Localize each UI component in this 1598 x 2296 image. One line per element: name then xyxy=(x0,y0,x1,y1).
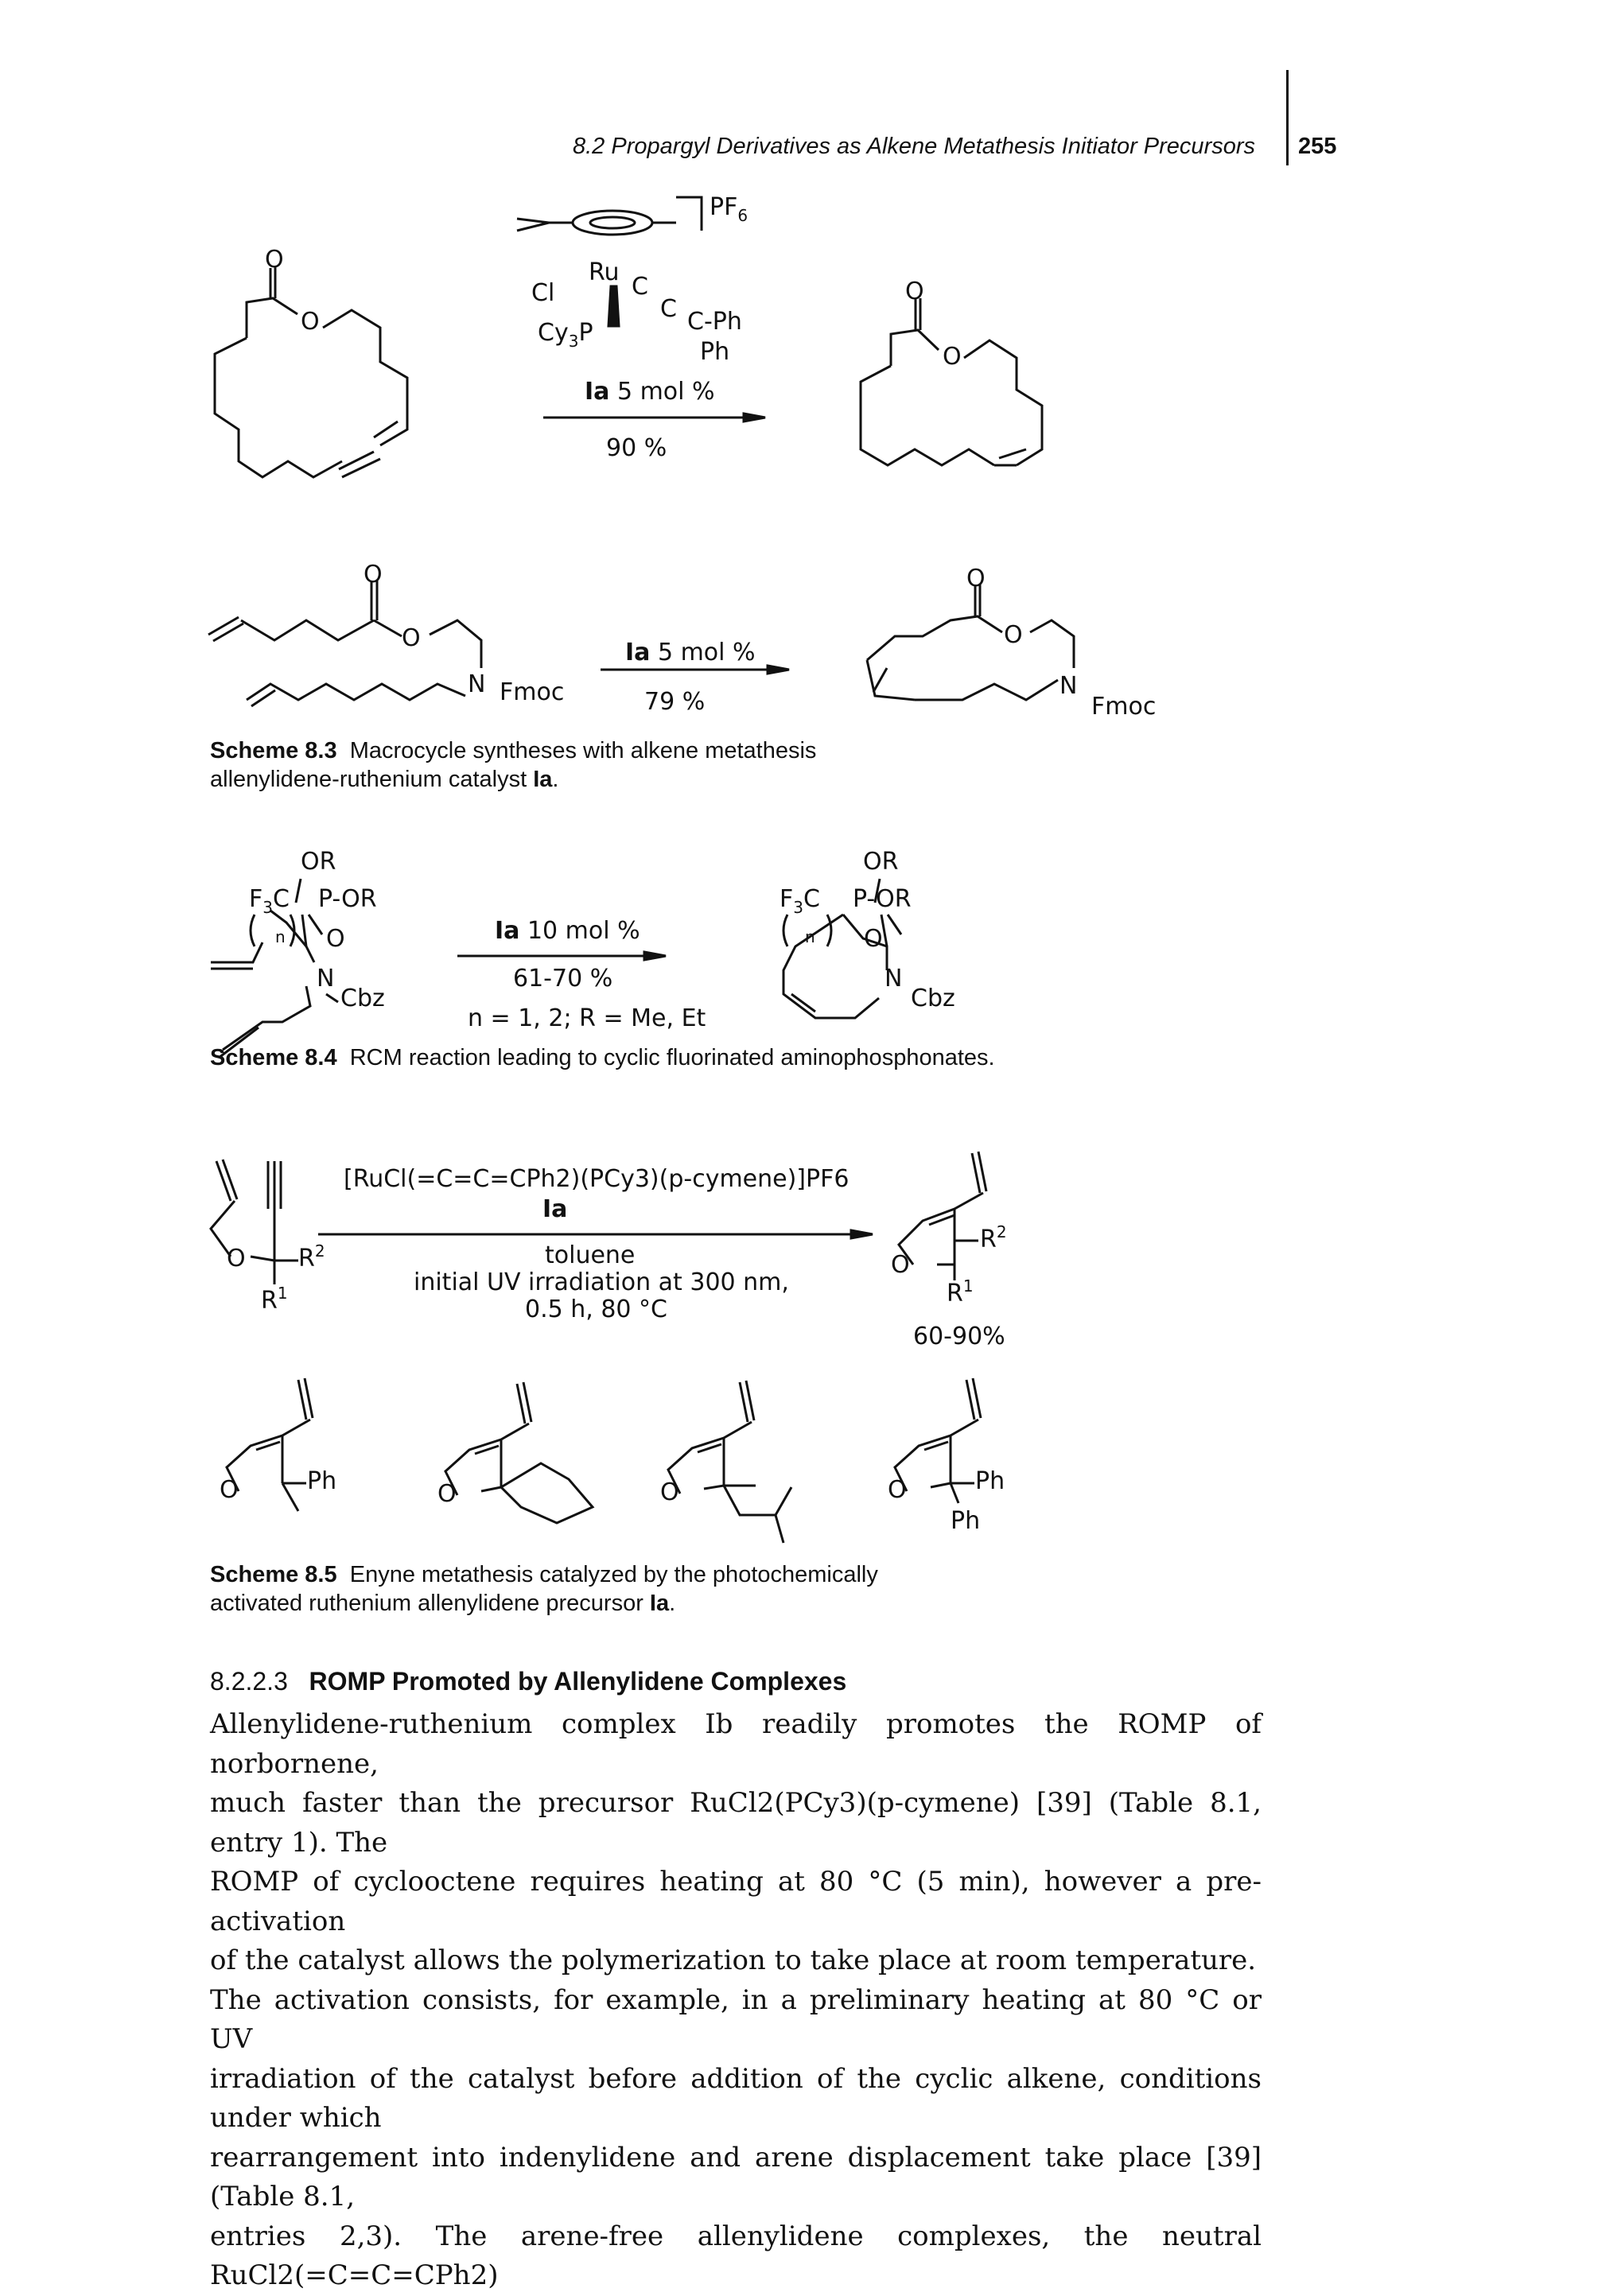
o-phosphonyl-2: O xyxy=(864,925,883,953)
reaction2-yield: 79 % xyxy=(644,688,705,716)
example-product-3 xyxy=(667,1380,793,1544)
body-line: irradiation of the catalyst before addit… xyxy=(210,2062,1262,2135)
o-ex1: O xyxy=(220,1476,239,1504)
r1-product: R1 xyxy=(947,1276,974,1307)
example-product-1 xyxy=(225,1377,314,1512)
yield-8-5: 60-90% xyxy=(913,1323,1005,1350)
o-phosphonyl-1: O xyxy=(326,925,345,953)
body-paragraph: Allenylidene-ruthenium complex Ib readil… xyxy=(210,1705,1262,2296)
catalyst-structure xyxy=(516,196,703,328)
pf6: PF6 xyxy=(710,193,748,225)
p-or-1: P-OR xyxy=(318,885,377,913)
scheme-8-3-figure: O O PF6 Ru Cl C C C-Ph Ph Cy3P Ia 5 mol … xyxy=(208,193,1156,721)
body-line: The activation consists, for example, in… xyxy=(210,1983,1262,2056)
condition-1: initial UV irradiation at 300 nm, xyxy=(414,1268,789,1296)
body-line: rearrangement into indenylidene and aren… xyxy=(210,2141,1262,2213)
o-ester-p1: O xyxy=(943,343,962,371)
n-index-2: n xyxy=(805,927,815,946)
s84-conditions: n = 1, 2; R = Me, Et xyxy=(468,1004,706,1032)
condition-2: 0.5 h, 80 °C xyxy=(525,1296,667,1323)
scheme-8-5-figure: O R2 R1 [RuCl(=C=C=CPh2)(PCy3)(p-cymene)… xyxy=(209,1151,1007,1544)
or-1: OR xyxy=(301,848,336,876)
r2-product: R2 xyxy=(980,1222,1007,1253)
n-2: N xyxy=(885,965,902,993)
body-line: much faster than the precursor RuCl2(PCy… xyxy=(210,1787,1262,1859)
scheme-8-3-reactant-1 xyxy=(213,266,409,479)
scheme-8-3-reactant-2 xyxy=(208,581,483,708)
header-rule xyxy=(1286,70,1289,165)
o-ex2: O xyxy=(437,1480,457,1508)
o-carbonyl-r2: O xyxy=(364,561,383,589)
f3c-1: F3C xyxy=(249,885,290,917)
s84-yield: 61-70 % xyxy=(513,965,612,993)
s84-reagent: Ia 10 mol % xyxy=(495,917,640,945)
n-1: N xyxy=(317,965,334,993)
allenylidene-c1: C xyxy=(632,273,648,301)
cbz-2: Cbz xyxy=(911,985,955,1012)
reaction1-reagent: Ia 5 mol % xyxy=(585,378,715,406)
ph-label: Ph xyxy=(700,338,729,366)
or-2: OR xyxy=(863,848,898,876)
n-index-1: n xyxy=(275,927,286,946)
f3c-2: F3C xyxy=(780,885,820,917)
r2-reactant: R2 xyxy=(298,1241,325,1272)
scheme-8-4-product xyxy=(782,878,903,1020)
n-r2: N xyxy=(468,670,485,698)
section-heading: 8.2.2.3 ROMP Promoted by Allenylidene Co… xyxy=(210,1667,847,1696)
scheme-8-4-caption: Scheme 8.4 RCM reaction leading to cycli… xyxy=(210,1045,995,1070)
body-line: Allenylidene-ruthenium complex Ib readil… xyxy=(210,1708,1262,1780)
scheme-8-5-caption: Scheme 8.5 Enyne metathesis catalyzed by… xyxy=(210,1562,878,1616)
catalyst-formula: [RuCl(=C=C=CPh2)(PCy3)(p-cymene)]PF6 xyxy=(344,1165,849,1193)
body-line: of the catalyst allows the polymerizatio… xyxy=(210,1944,1257,1976)
scheme-8-4-figure: OR F3C P-OR O n N Cbz Ia 10 mol % 61-70 … xyxy=(211,848,955,1059)
o-carbonyl-p2: O xyxy=(966,565,986,592)
running-title: 8.2 Propargyl Derivatives as Alkene Meta… xyxy=(573,134,1256,159)
o-ester-p2: O xyxy=(1004,621,1023,649)
o-ester-r2: O xyxy=(402,624,421,652)
body-line: entries 2,3). The arene-free allenyliden… xyxy=(210,2220,1262,2292)
ph-ex4a: Ph xyxy=(975,1467,1005,1495)
o-reactant: O xyxy=(227,1245,246,1272)
cbz-1: Cbz xyxy=(340,985,385,1012)
fmoc-p2: Fmoc xyxy=(1091,693,1156,721)
ph-ex1: Ph xyxy=(307,1467,336,1495)
scheme-8-5-reactant xyxy=(209,1159,298,1284)
o-carbonyl-1: O xyxy=(265,246,284,274)
reaction1-yield: 90 % xyxy=(606,434,667,462)
scheme-8-3-product-1 xyxy=(859,298,1044,467)
o-carbonyl-p1: O xyxy=(905,278,924,305)
o-ester-1: O xyxy=(301,308,320,336)
r1-reactant: R1 xyxy=(261,1284,288,1315)
scheme-8-3-product-2 xyxy=(865,585,1075,701)
example-product-2 xyxy=(444,1381,595,1525)
scheme-8-5-product xyxy=(897,1151,988,1280)
cl-label: Cl xyxy=(531,279,554,307)
n-p2: N xyxy=(1060,672,1077,700)
solvent: toluene xyxy=(545,1241,635,1269)
o-ex4: O xyxy=(888,1476,907,1504)
p-or-2: P-OR xyxy=(853,885,912,913)
example-product-4 xyxy=(893,1377,982,1504)
c-ph-label: C-Ph xyxy=(687,308,742,336)
allenylidene-c2: C xyxy=(660,295,677,323)
o-product: O xyxy=(891,1251,910,1279)
fmoc-r2: Fmoc xyxy=(500,678,564,706)
scheme-8-3-caption: Scheme 8.3 Macrocycle syntheses with alk… xyxy=(210,738,817,792)
ru-label: Ru xyxy=(589,258,620,286)
body-line: ROMP of cyclooctene requires heating at … xyxy=(210,1866,1262,1937)
page-number: 255 xyxy=(1298,134,1337,159)
ph-ex4b: Ph xyxy=(951,1507,980,1535)
reaction2-reagent: Ia 5 mol % xyxy=(625,639,756,666)
o-ex3: O xyxy=(660,1478,679,1506)
scheme-8-4-reactant xyxy=(211,878,339,1059)
cy3p-label: Cy3P xyxy=(538,319,593,351)
catalyst-label: Ia xyxy=(542,1195,567,1223)
